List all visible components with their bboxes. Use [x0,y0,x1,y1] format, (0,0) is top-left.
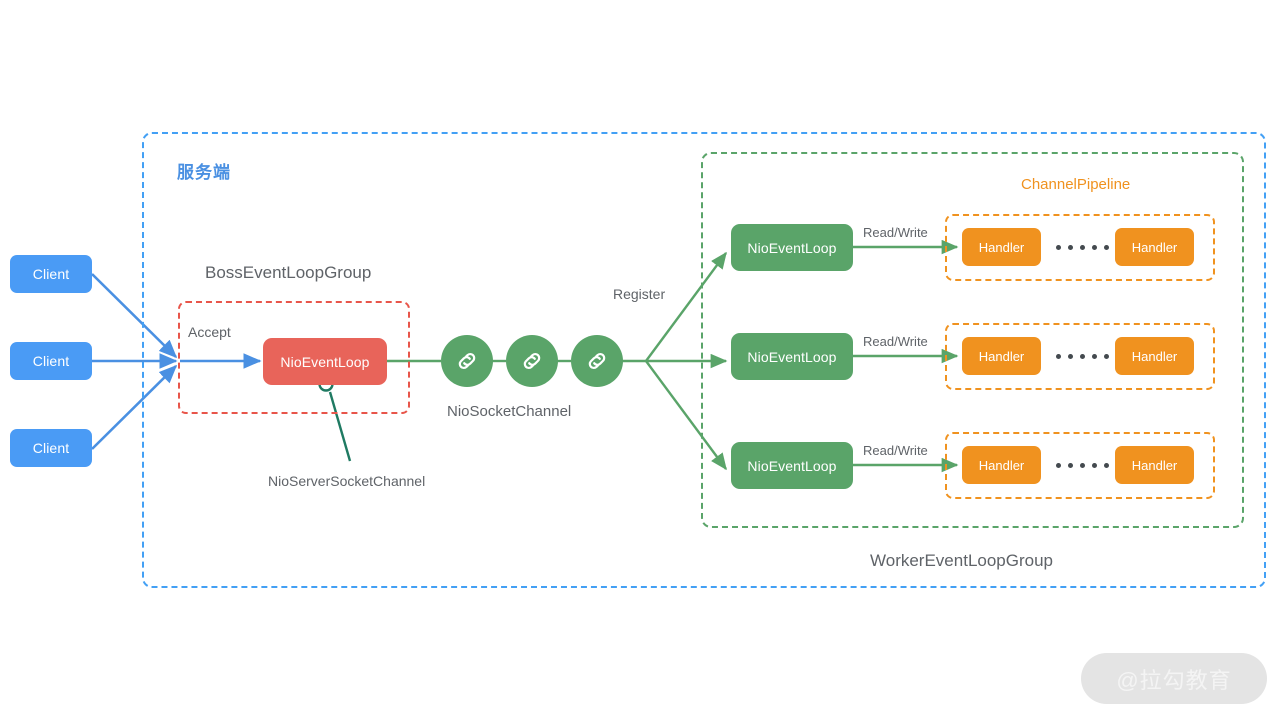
boss-event-loop-group-container [178,301,410,414]
handler-label: Handler [978,239,1025,255]
watermark-label: @拉勾教育 [1116,667,1232,693]
client-node-2[interactable]: Client [10,342,92,380]
boss-nio-event-loop-node[interactable]: NioEventLoop [263,338,387,385]
client-node-label: Client [32,440,70,456]
channel-pipeline-container-3 [945,432,1215,499]
handler-label: Handler [1131,457,1178,473]
handler-node-1b[interactable]: Handler [1115,228,1194,266]
read-write-label-3: Read/Write [863,443,928,458]
worker-nio-event-loop-node-1[interactable]: NioEventLoop [731,224,853,271]
link-chain-icon [518,347,546,375]
handler-label: Handler [1131,348,1178,364]
worker-event-loop-group-container [701,152,1244,528]
worker-nio-event-loop-node-2[interactable]: NioEventLoop [731,333,853,380]
link-chain-icon [453,347,481,375]
nio-socket-channel-label: NioSocketChannel [447,403,572,420]
worker-nio-event-loop-label: NioEventLoop [747,348,837,365]
channel-pipeline-container-2 [945,323,1215,390]
client-node-label: Client [32,353,70,369]
read-write-label-1: Read/Write [863,225,928,240]
read-write-label-2: Read/Write [863,334,928,349]
ellipsis-dots-1 [1056,245,1121,250]
accept-label: Accept [188,324,231,340]
worker-nio-event-loop-label: NioEventLoop [747,239,837,256]
nio-socket-channel-circle-1 [441,335,493,387]
channel-pipeline-container-1 [945,214,1215,281]
boss-group-label: BossEventLoopGroup [205,263,372,282]
worker-nio-event-loop-node-3[interactable]: NioEventLoop [731,442,853,489]
server-title: 服务端 [177,163,231,182]
handler-node-3b[interactable]: Handler [1115,446,1194,484]
link-chain-icon [583,347,611,375]
ellipsis-dots-2 [1056,354,1121,359]
handler-node-1a[interactable]: Handler [962,228,1041,266]
handler-node-2b[interactable]: Handler [1115,337,1194,375]
nio-server-socket-channel-label: NioServerSocketChannel [268,473,426,489]
nio-socket-channel-circle-2 [506,335,558,387]
nio-socket-channel-circle-3 [571,335,623,387]
handler-node-2a[interactable]: Handler [962,337,1041,375]
handler-label: Handler [978,348,1025,364]
register-arrows [645,251,728,471]
ellipsis-dots-3 [1056,463,1121,468]
client-node-3[interactable]: Client [10,429,92,467]
worker-nio-event-loop-label: NioEventLoop [747,457,837,474]
client-node-label: Client [32,266,70,282]
handler-label: Handler [1131,239,1178,255]
client-node-1[interactable]: Client [10,255,92,293]
server-container [142,132,1266,588]
worker-group-label: WorkerEventLoopGroup [870,551,1054,570]
client-arrows [91,273,178,450]
handler-label: Handler [978,457,1025,473]
register-label: Register [613,286,666,302]
handler-node-3a[interactable]: Handler [962,446,1041,484]
boss-nio-event-loop-label: NioEventLoop [280,353,370,370]
channel-pipeline-label: ChannelPipeline [1021,176,1131,193]
watermark: @拉勾教育 [1081,653,1267,704]
read-write-arrows [853,239,959,473]
